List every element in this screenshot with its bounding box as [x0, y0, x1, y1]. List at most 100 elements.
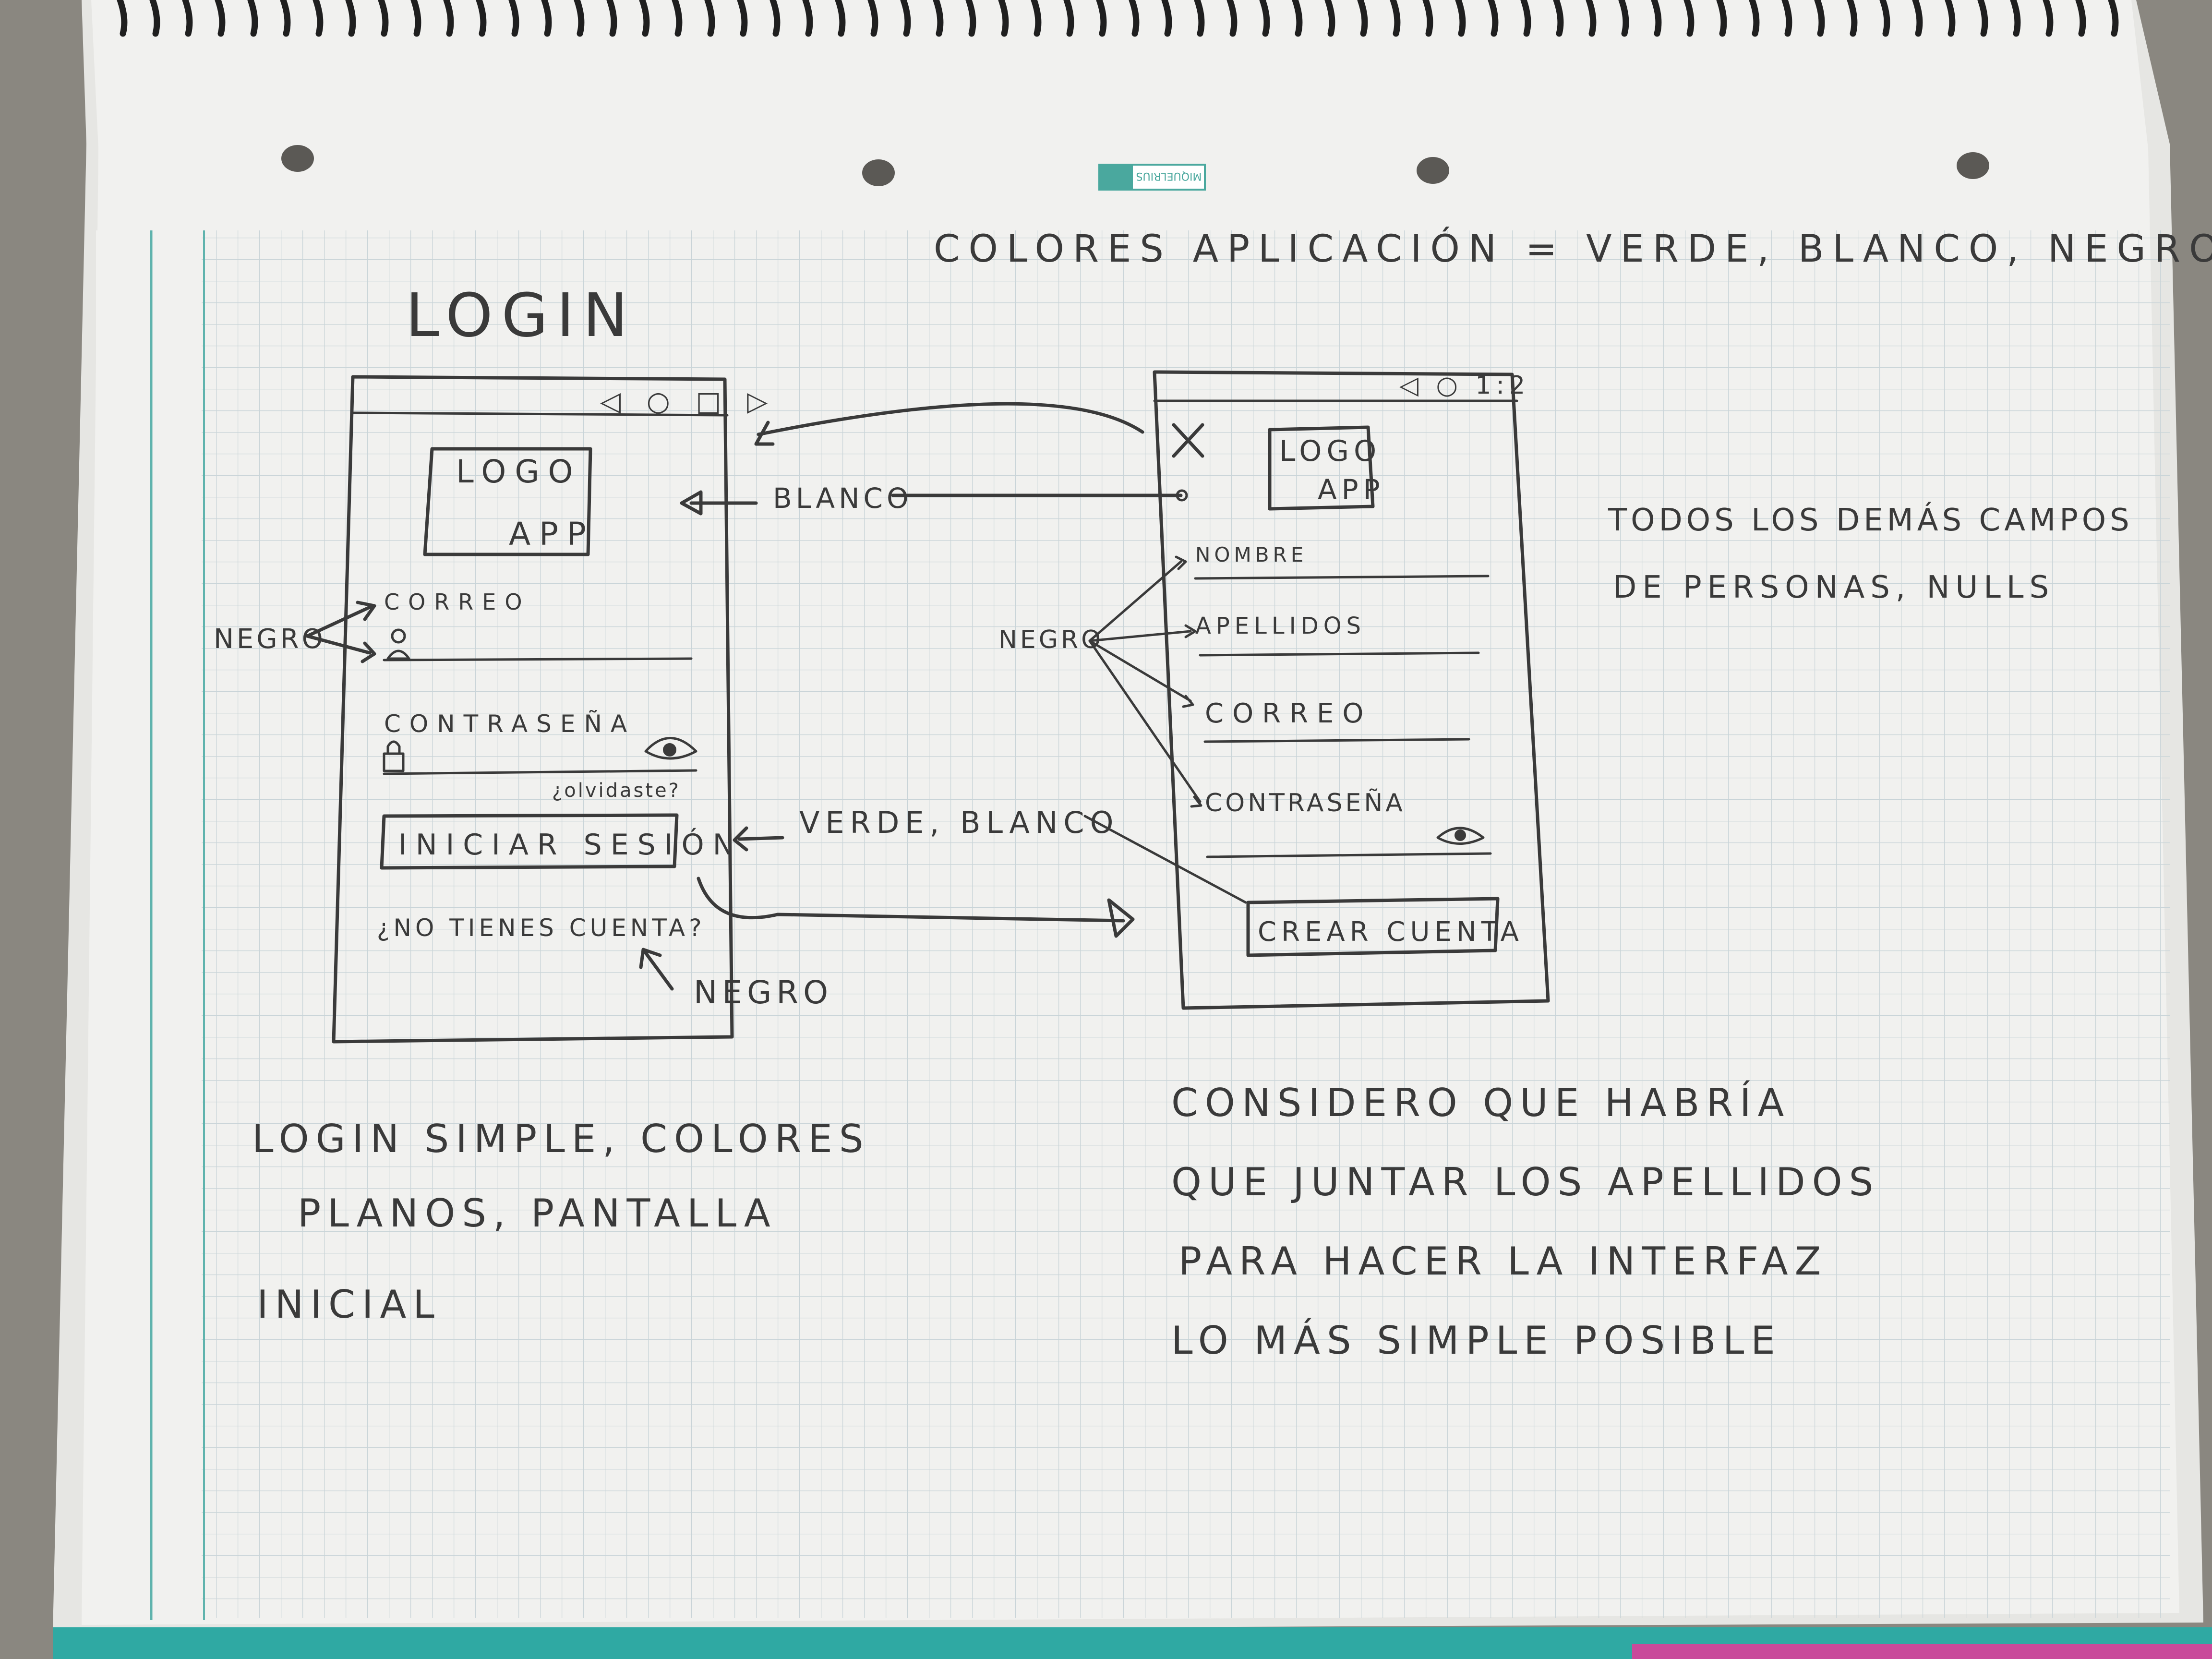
- annotation-other-fields-line1: TODOS LOS DEMÁS CAMPOS: [1608, 502, 2133, 538]
- register-email-label: CORREO: [1205, 698, 1372, 729]
- spiral-coil: [378, 0, 389, 37]
- spiral-coil: [639, 0, 650, 37]
- punch-holes: [281, 145, 1989, 186]
- spiral-coil: [998, 0, 1009, 37]
- spiral-coil: [1129, 0, 1140, 37]
- spiral-coil: [2108, 0, 2119, 37]
- register-logo-box: [1268, 425, 1375, 511]
- notes-left: LOGIN SIMPLE, COLORES PLANOS, PANTALLA I…: [252, 1117, 870, 1327]
- spiral-coil: [1683, 0, 1695, 37]
- spiral-coil: [1161, 0, 1172, 37]
- spiral-coil: [1455, 0, 1466, 37]
- close-to-login-arrowhead: [754, 421, 775, 446]
- header-note: COLORES APLICACIÓN = VERDE, BLANCO, NEGR…: [934, 227, 2212, 271]
- brand-label: MIQUELRIUS: [1098, 164, 1206, 191]
- register-email-field[interactable]: [1203, 738, 1470, 743]
- annotation-negro-left: NEGRO: [214, 624, 326, 655]
- spiral-coil: [1096, 0, 1107, 37]
- register-status-bar: ◁ ○ 1:2: [1399, 371, 1530, 400]
- spiral-binding: [117, 0, 2119, 37]
- spiral-coil: [1749, 0, 1760, 37]
- note-left-line: INICIAL: [257, 1282, 441, 1327]
- margin-strip: [96, 230, 202, 1623]
- spiral-coil: [1488, 0, 1499, 37]
- annotation-negro-mid: NEGRO: [998, 625, 1104, 654]
- spiral-coil: [1324, 0, 1335, 37]
- login-no-account-link[interactable]: ¿NO TIENES CUENTA?: [377, 914, 706, 942]
- spiral-coil: [574, 0, 585, 37]
- register-name-field[interactable]: [1194, 575, 1490, 580]
- spiral-coil: [410, 0, 421, 37]
- spiral-coil: [1259, 0, 1270, 37]
- spiral-coil: [1390, 0, 1401, 37]
- spiral-coil: [1553, 0, 1564, 37]
- login-logo-box: [423, 447, 592, 556]
- spiral-coil: [704, 0, 715, 37]
- lock-icon: [383, 740, 405, 772]
- login-button-label: INICIAR SESIÓN: [398, 828, 743, 862]
- login-phone-frame: [332, 375, 734, 1044]
- spiral-coil: [1063, 0, 1074, 37]
- spiral-coil: [835, 0, 846, 37]
- login-logo-line2: APP: [509, 516, 595, 553]
- spiral-coil: [1226, 0, 1238, 37]
- login-title: LOGIN: [406, 281, 637, 350]
- login-button[interactable]: [380, 813, 679, 870]
- annotation-negro-bottom: NEGRO: [694, 974, 833, 1011]
- spiral-coil: [2010, 0, 2021, 37]
- note-left-line: PLANOS, PANTALLA: [298, 1191, 777, 1236]
- spiral-coil: [1912, 0, 1923, 37]
- spiral-coil: [867, 0, 878, 37]
- spiral-coil: [1651, 0, 1662, 37]
- spiral-coil: [802, 0, 813, 37]
- spiral-coil: [476, 0, 487, 37]
- note-right-line: LO MÁS SIMPLE POSIBLE: [1171, 1318, 1782, 1363]
- login-password-field[interactable]: [383, 769, 697, 775]
- annotation-verde-blanco: VERDE, BLANCO: [799, 805, 1119, 840]
- spiral-coil: [1781, 0, 1792, 37]
- note-right-line: CONSIDERO QUE HABRÍA: [1171, 1080, 1791, 1125]
- register-screen-sketch: ◁ ○ 1:2 LOGO APP NOMBRE APELLIDOS CORREO…: [1153, 370, 1550, 1010]
- annotation-other-fields-line2: DE PERSONAS, NULLS: [1613, 570, 2055, 605]
- note-right-line: QUE JUNTAR LOS APELLIDOS: [1171, 1160, 1880, 1204]
- spiral-coil: [1814, 0, 1825, 37]
- register-surname-field[interactable]: [1199, 651, 1480, 657]
- spiral-coil: [2075, 0, 2086, 37]
- create-account-label: CREAR CUENTA: [1258, 916, 1524, 948]
- spiral-coil: [1879, 0, 1890, 37]
- spiral-coil: [769, 0, 781, 37]
- m-logo-icon: [1099, 165, 1133, 190]
- spiral-coil: [1945, 0, 1956, 37]
- notes-right: CONSIDERO QUE HABRÍA QUE JUNTAR LOS APEL…: [1171, 1080, 1880, 1363]
- spiral-coil: [672, 0, 683, 37]
- login-status-bar-line: [351, 411, 729, 417]
- login-password-label: CONTRASEÑA: [384, 710, 636, 738]
- spiral-coil: [606, 0, 617, 37]
- spiral-coil: [2043, 0, 2054, 37]
- note-left-line: LOGIN SIMPLE, COLORES: [252, 1117, 870, 1161]
- create-account-button[interactable]: [1246, 897, 1500, 957]
- spiral-coil: [1618, 0, 1629, 37]
- spiral-coil: [737, 0, 748, 37]
- spiral-coil: [508, 0, 519, 37]
- spiral-coil: [1194, 0, 1205, 37]
- spiral-coil: [1716, 0, 1727, 37]
- eye-icon[interactable]: [644, 737, 697, 760]
- annotation-blanco: BLANCO: [773, 482, 913, 515]
- spiral-coil: [933, 0, 944, 37]
- spiral-coil: [1031, 0, 1042, 37]
- annotation-arrows: [305, 402, 1247, 991]
- brand-text: MIQUELRIUS: [1136, 170, 1202, 182]
- login-forgot-link[interactable]: ¿olvidaste?: [552, 780, 681, 802]
- login-email-field[interactable]: [383, 657, 693, 661]
- eye-icon[interactable]: [1436, 827, 1485, 845]
- spiral-coil: [345, 0, 356, 37]
- close-icon[interactable]: [1172, 423, 1204, 458]
- spiral-coil: [1586, 0, 1597, 37]
- login-screen-sketch: ◁ ○ □ ▷ LOGO APP CORREO CONTRASEÑA ¿olvi…: [332, 375, 768, 1044]
- spiral-coil: [443, 0, 454, 37]
- spiral-coil: [1422, 0, 1433, 37]
- register-password-field[interactable]: [1206, 852, 1492, 858]
- spiral-coil: [1292, 0, 1303, 37]
- register-name-label: NOMBRE: [1195, 543, 1307, 566]
